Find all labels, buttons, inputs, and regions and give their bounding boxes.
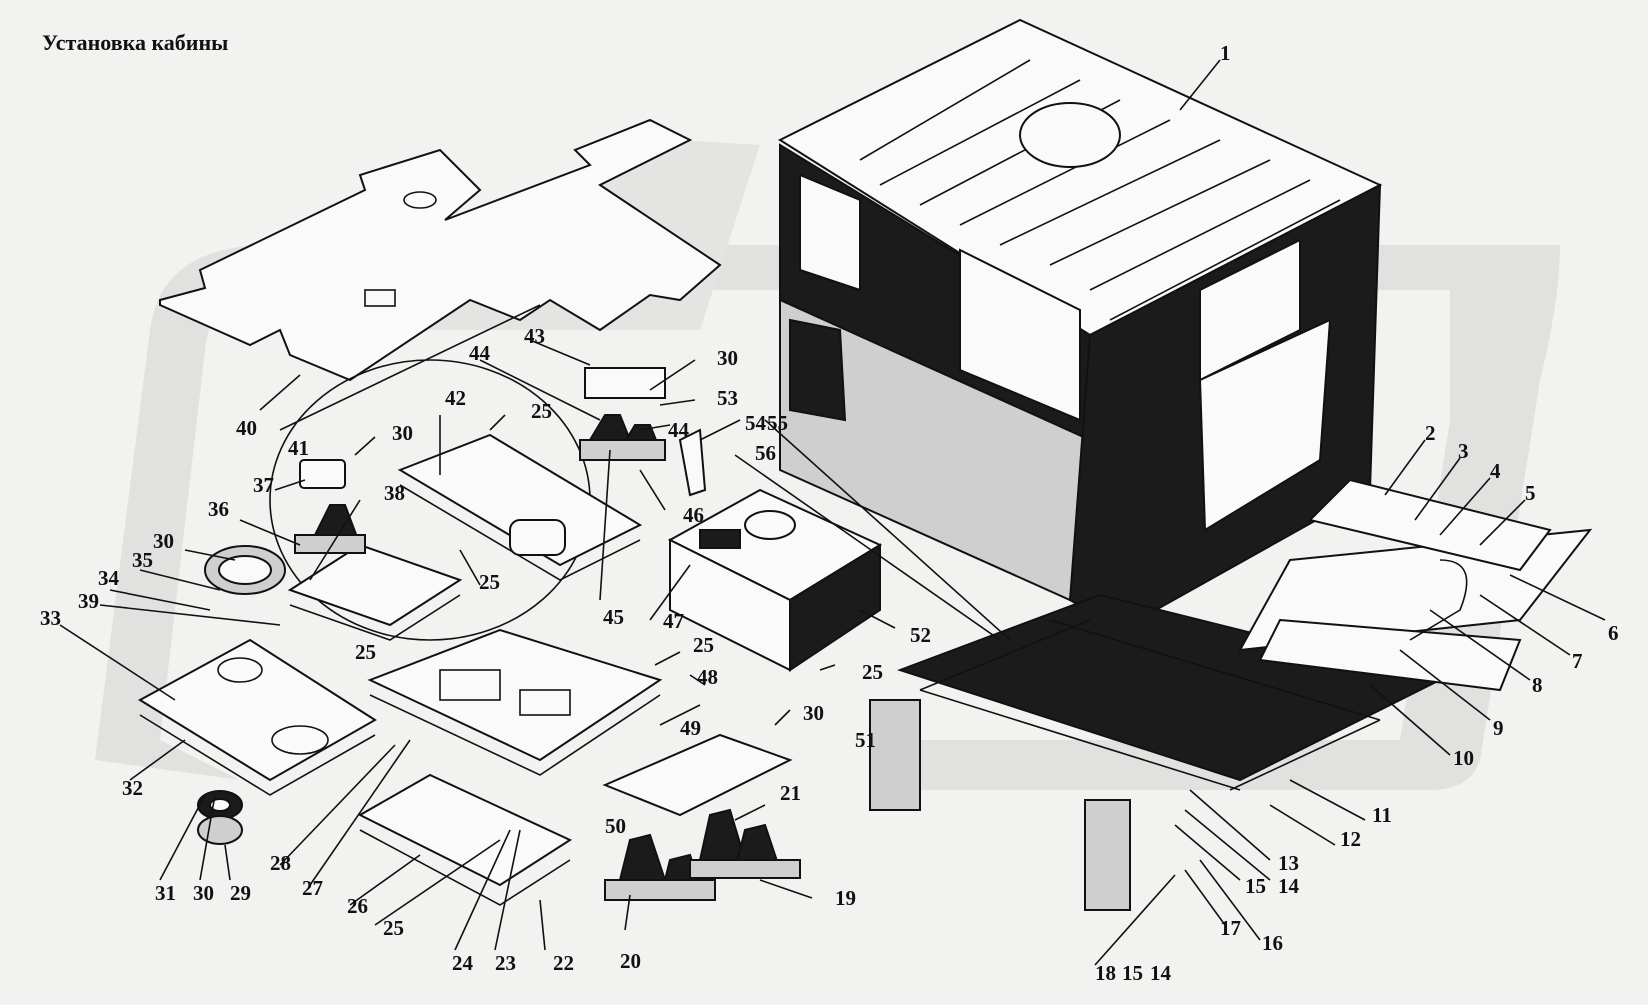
panel-38 xyxy=(287,543,463,641)
callout-49: 49 xyxy=(680,716,701,740)
callout-2: 2 xyxy=(1425,421,1436,445)
callout-43: 43 xyxy=(524,324,545,348)
callout-34: 34 xyxy=(98,566,120,590)
callout-6: 6 xyxy=(1608,621,1619,645)
boots-44 xyxy=(579,367,666,461)
floor-panel-28 xyxy=(367,628,663,776)
callout-30: 30 xyxy=(392,421,413,445)
callout-25: 25 xyxy=(479,570,500,594)
callout-51: 51 xyxy=(855,728,876,752)
callout-25: 25 xyxy=(531,399,552,423)
callout-24: 24 xyxy=(452,951,474,975)
callout-46: 46 xyxy=(683,503,704,527)
callout-27: 27 xyxy=(302,876,323,900)
callout-26: 26 xyxy=(347,894,368,918)
callout-15: 15 xyxy=(1245,874,1266,898)
callout-54: 54 xyxy=(745,411,767,435)
callout-4: 4 xyxy=(1490,459,1501,483)
callout-52: 52 xyxy=(910,623,931,647)
callout-30: 30 xyxy=(717,346,738,370)
callout-14: 14 xyxy=(1150,961,1172,985)
callout-5: 5 xyxy=(1525,481,1536,505)
callout-11: 11 xyxy=(1372,803,1392,827)
callout-23: 23 xyxy=(495,951,516,975)
panel-42 xyxy=(397,433,643,581)
callout-15: 15 xyxy=(1122,961,1143,985)
callout-25: 25 xyxy=(383,916,404,940)
callout-8: 8 xyxy=(1532,673,1543,697)
callout-53: 53 xyxy=(717,386,738,410)
callout-30: 30 xyxy=(803,701,824,725)
bracket-54 xyxy=(678,428,707,497)
boots-36 xyxy=(294,459,366,554)
callout-44: 44 xyxy=(668,418,690,442)
rings-34-35 xyxy=(204,545,286,595)
callout-22: 22 xyxy=(553,951,574,975)
callout-35: 35 xyxy=(132,548,153,572)
callout-47: 47 xyxy=(663,609,684,633)
callout-28: 28 xyxy=(270,851,291,875)
callout-25: 25 xyxy=(693,633,714,657)
callout-55: 55 xyxy=(767,411,788,435)
callout-20: 20 xyxy=(620,949,641,973)
callout-40: 40 xyxy=(236,416,257,440)
callout-19: 19 xyxy=(835,886,856,910)
callout-3: 3 xyxy=(1458,439,1469,463)
callout-14: 14 xyxy=(1278,874,1300,898)
hatch-cover-26 xyxy=(357,773,573,906)
diagram-title: Установка кабины xyxy=(42,30,229,55)
callout-29: 29 xyxy=(230,881,251,905)
grommet-29 xyxy=(197,790,243,845)
callout-16: 16 xyxy=(1262,931,1283,955)
callout-36: 36 xyxy=(208,497,229,521)
callout-42: 42 xyxy=(445,386,466,410)
callout-31: 31 xyxy=(155,881,176,905)
callout-41: 41 xyxy=(288,436,309,460)
callout-32: 32 xyxy=(122,776,143,800)
callout-38: 38 xyxy=(384,481,405,505)
callout-18: 18 xyxy=(1095,961,1116,985)
callout-1: 1 xyxy=(1220,41,1231,65)
callout-30: 30 xyxy=(153,529,174,553)
callout-21: 21 xyxy=(780,781,801,805)
callout-30: 30 xyxy=(193,881,214,905)
callout-44: 44 xyxy=(469,341,491,365)
callout-25: 25 xyxy=(355,640,376,664)
callout-50: 50 xyxy=(605,814,626,838)
floor-mat-40 xyxy=(159,118,722,382)
callout-25: 25 xyxy=(862,660,883,684)
callout-37: 37 xyxy=(253,473,274,497)
callout-48: 48 xyxy=(697,665,718,689)
callout-45: 45 xyxy=(603,605,624,629)
leader-lines xyxy=(59,59,1606,966)
callout-7: 7 xyxy=(1572,649,1583,673)
callout-33: 33 xyxy=(40,606,61,630)
cabin-frame-mounting xyxy=(869,478,1593,911)
plate-50 xyxy=(602,733,793,817)
callout-39: 39 xyxy=(78,589,99,613)
callout-10: 10 xyxy=(1453,746,1474,770)
callout-17: 17 xyxy=(1220,916,1241,940)
cabin-body-1 xyxy=(777,18,1383,632)
callout-13: 13 xyxy=(1278,851,1299,875)
battery-box-47 xyxy=(667,488,883,672)
callout-9: 9 xyxy=(1493,716,1504,740)
callout-12: 12 xyxy=(1340,827,1361,851)
boots-19-20 xyxy=(604,808,801,901)
floor-panel-33 xyxy=(138,638,377,796)
callout-56: 56 xyxy=(755,441,776,465)
